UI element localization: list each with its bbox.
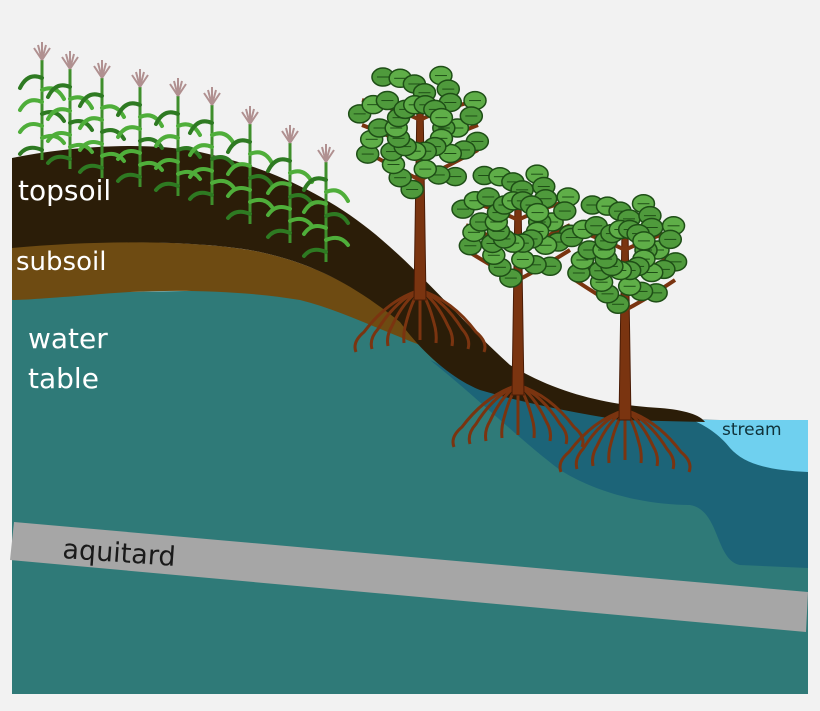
stream-label: stream — [722, 420, 782, 440]
tree-foliage — [560, 193, 688, 315]
crop-tassel — [281, 125, 299, 144]
crop-tassel — [317, 144, 335, 163]
stream-water — [692, 420, 808, 472]
subsoil-label: subsoil — [16, 247, 106, 277]
tree-left — [347, 65, 490, 353]
crop-plant — [154, 78, 202, 196]
crop-tassel — [169, 78, 187, 97]
crop-tassel — [241, 106, 259, 125]
crop-plant — [18, 42, 66, 160]
tree-trunk — [618, 229, 632, 421]
crop-plant — [188, 87, 236, 205]
crop-plant — [266, 125, 314, 243]
topsoil-layer — [12, 145, 705, 422]
crop-plant — [78, 60, 126, 178]
crop-plant — [226, 106, 274, 224]
crop-tassel — [131, 69, 149, 88]
tree-foliage — [347, 65, 490, 200]
deep-water-zone — [430, 360, 808, 568]
crop-tassel — [203, 87, 221, 106]
crop-tassel — [93, 60, 111, 79]
tree-trunk — [413, 99, 427, 301]
tree-roots — [558, 408, 692, 473]
topsoil-label: topsoil — [18, 174, 111, 207]
tree-trunk — [511, 199, 525, 396]
crop-plant — [302, 144, 350, 262]
subsoil-layer — [12, 242, 420, 345]
crop-row — [18, 42, 350, 262]
crop-tassel — [33, 42, 51, 61]
crop-tassel — [61, 51, 79, 70]
water-table-label-line1: water — [28, 322, 108, 355]
crop-plant — [116, 69, 164, 187]
tree-right — [558, 193, 692, 473]
water-table-label-line2: table — [28, 362, 99, 395]
aquitard-band — [10, 522, 808, 632]
